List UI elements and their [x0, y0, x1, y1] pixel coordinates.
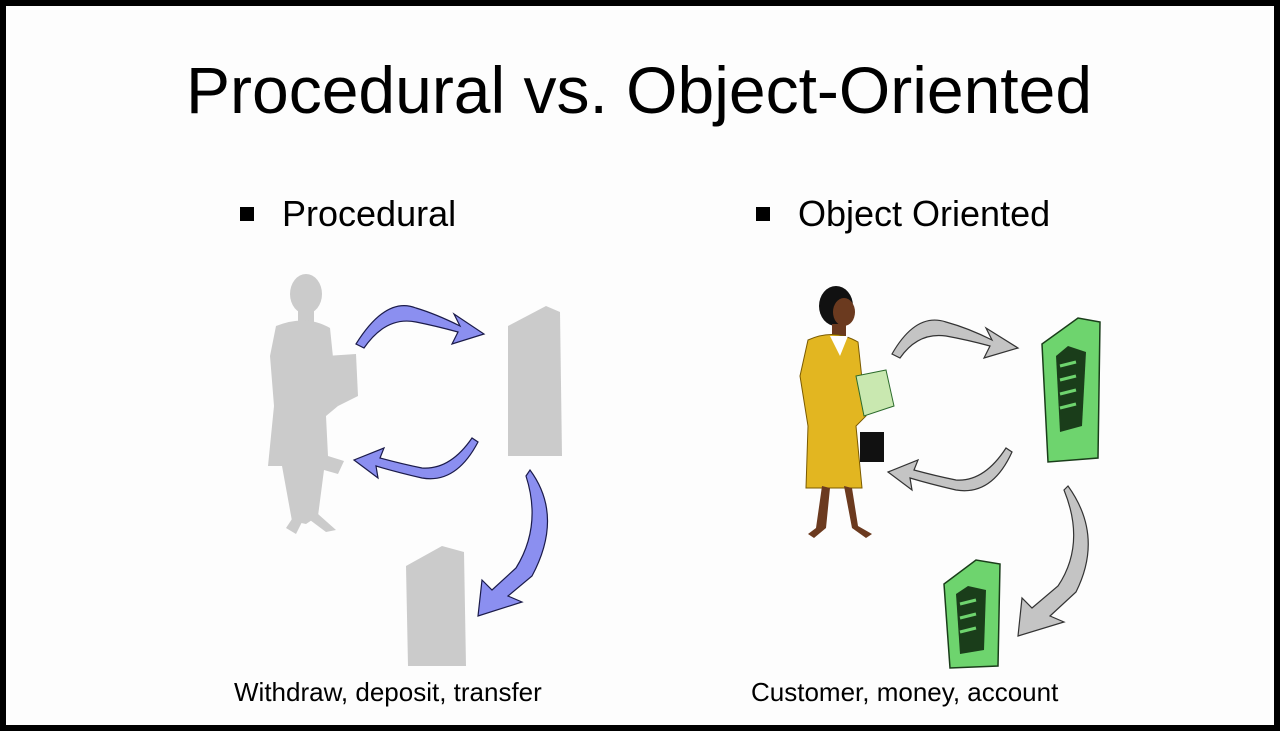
atm-icon — [1041, 317, 1101, 463]
curved-arrow-icon — [886, 447, 1013, 492]
bullet-square-icon — [240, 207, 254, 221]
bullet-procedural: Procedural — [240, 192, 456, 236]
bullet-square-icon — [756, 207, 770, 221]
slide: Procedural vs. Object-Oriented Procedura… — [6, 6, 1274, 725]
caption-procedural: Withdraw, deposit, transfer — [234, 677, 542, 707]
procedural-illustration — [268, 274, 562, 666]
bullet-object-oriented-label: Object Oriented — [798, 193, 1051, 234]
caption-object-oriented: Customer, money, account — [751, 677, 1059, 707]
curved-arrow-icon — [477, 468, 549, 617]
bullet-object-oriented: Object Oriented — [756, 192, 1050, 236]
person-silhouette-icon — [268, 274, 358, 534]
curved-arrow-icon — [1017, 485, 1089, 637]
atm-silhouette-icon — [508, 306, 562, 456]
curved-arrow-icon — [352, 437, 479, 480]
object-oriented-illustration — [799, 286, 1101, 669]
curved-arrow-icon — [355, 305, 486, 349]
businesswoman-icon — [799, 286, 895, 538]
curved-arrow-icon — [891, 319, 1020, 359]
atm-silhouette-icon — [406, 546, 466, 666]
bullet-procedural-label: Procedural — [282, 193, 457, 234]
slide-title: Procedural vs. Object-Oriented — [186, 53, 1093, 127]
atm-icon — [943, 559, 1001, 669]
